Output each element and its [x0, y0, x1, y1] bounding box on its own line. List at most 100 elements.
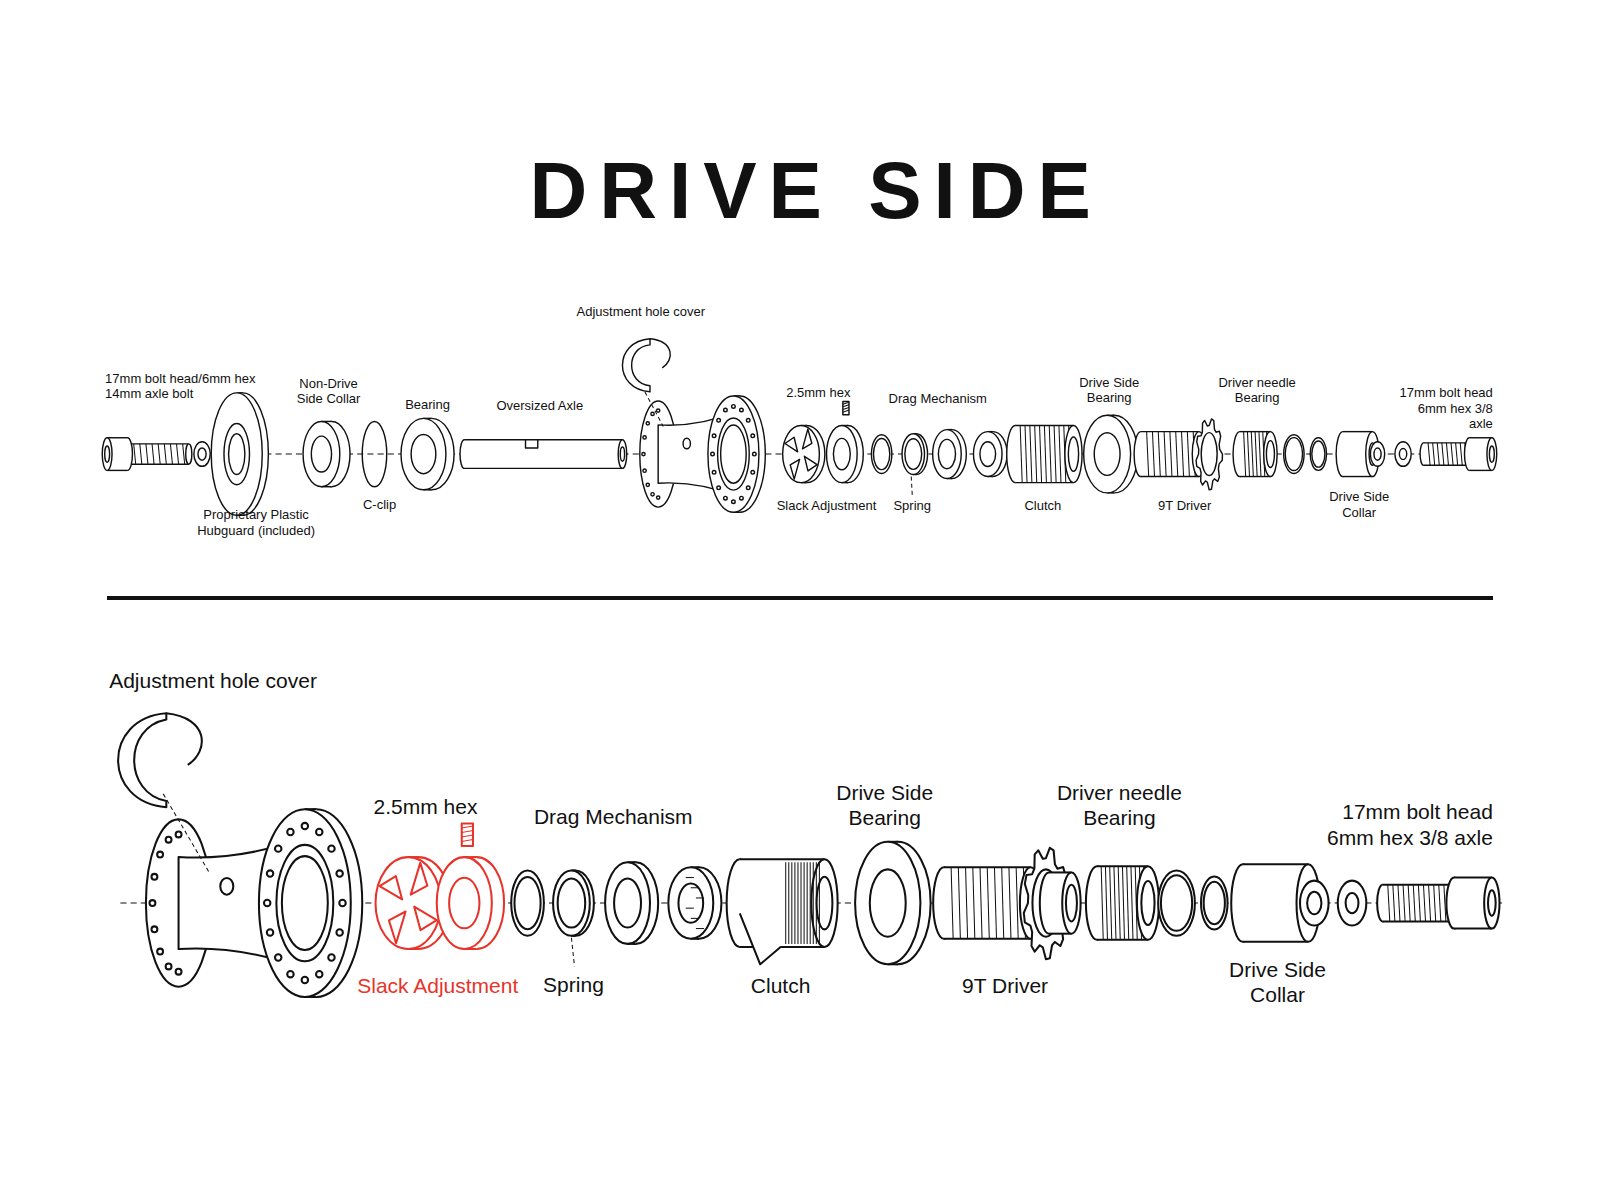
bolt-head [107, 470, 127, 471]
clutch [740, 858, 825, 860]
axle-bolt [1456, 443, 1458, 465]
drag-part [605, 862, 650, 944]
needle-bearing [1255, 432, 1257, 477]
part-label: 17mm bolt head/6mm hex 14mm axle bolt [105, 371, 273, 402]
bolt-head [107, 437, 127, 438]
bolt-head [1469, 470, 1491, 471]
axle-bolt [1398, 885, 1400, 922]
hub-shell [642, 452, 645, 455]
driver [1147, 432, 1149, 477]
clutch-spline [801, 862, 802, 944]
hub-shell [651, 412, 654, 415]
slack-adjustment [411, 863, 428, 895]
leader-line [571, 938, 574, 967]
hub-shell [740, 408, 744, 412]
needle-bearing [1247, 432, 1249, 477]
hub-shell [287, 829, 293, 835]
clutch [1035, 426, 1037, 483]
driver [1009, 867, 1011, 938]
hub-shell [220, 878, 233, 895]
driver [944, 938, 1031, 940]
part-label: Spring [893, 498, 931, 514]
spring [902, 434, 924, 475]
drive-side-bearing [1084, 415, 1131, 493]
driver [1164, 432, 1166, 477]
spring [558, 879, 586, 928]
axle-bolt [1383, 885, 1454, 922]
washer [198, 448, 206, 460]
driver [973, 867, 975, 938]
axle-bolt [152, 444, 154, 464]
slack-adjustment [437, 857, 492, 949]
c-clip [362, 421, 386, 486]
axle [620, 447, 624, 461]
slack-adjustment [376, 857, 441, 949]
drag-part [678, 883, 703, 922]
drive-side-collar [1243, 941, 1308, 943]
hub-shell [643, 469, 646, 472]
collar-lip [1370, 442, 1384, 466]
axle-bolt [1460, 443, 1462, 465]
hub-shell [721, 425, 747, 483]
leader-line [911, 477, 912, 495]
hub-shell [711, 452, 715, 456]
hub-shell [276, 845, 333, 961]
ring [871, 435, 891, 474]
axle-bolt [140, 444, 142, 464]
part-label: Driver needle Bearing [1045, 780, 1193, 830]
driver [1187, 432, 1189, 477]
drag-part [980, 442, 996, 467]
hub-shell [151, 926, 157, 932]
hubguard [224, 423, 250, 484]
hex-screw [843, 405, 849, 407]
washer [1399, 449, 1406, 460]
hub-shell [157, 949, 163, 955]
clutch-spline [788, 862, 789, 944]
hub-shell [712, 471, 716, 475]
axle-bolt [186, 444, 192, 464]
hubguard [211, 393, 262, 515]
slack-adjustment [802, 429, 811, 449]
hub-shell [267, 929, 273, 935]
hub-shell [717, 486, 721, 490]
driver [1170, 432, 1172, 477]
hub-shell [166, 837, 172, 843]
bolt-head [1454, 928, 1492, 930]
hub-shell [282, 856, 328, 950]
hub-shell [683, 438, 690, 449]
driver [994, 867, 996, 938]
bolt-head [1487, 438, 1497, 471]
clutch [1065, 426, 1082, 483]
part-label: Drag Mechanism [889, 391, 987, 407]
driver [1141, 432, 1199, 477]
drag-notch [691, 918, 699, 919]
hub-shell [732, 405, 736, 409]
clutch [1020, 426, 1022, 483]
part-label: Adjustment hole cover [109, 668, 317, 693]
slack-adjustment [827, 426, 858, 483]
needle-bearing [1264, 432, 1277, 477]
hub-shell [724, 496, 728, 500]
sprocket [1201, 433, 1217, 476]
hub-shell [336, 870, 342, 876]
driver-end [1066, 885, 1077, 922]
axle-bolt [1433, 443, 1435, 465]
adjustment-hole-cover [118, 713, 166, 807]
clutch [1049, 426, 1051, 483]
driver [966, 867, 968, 938]
part-label: Drag Mechanism [534, 805, 693, 830]
ring [1161, 875, 1192, 931]
bearing [411, 434, 436, 473]
hex-screw [462, 835, 473, 837]
clutch [1068, 437, 1078, 471]
part-label: Proprietary Plastic Hubguard (included) [192, 508, 320, 539]
ring [873, 439, 889, 470]
page-title: DRIVE SIDE [529, 145, 1102, 237]
drive-side-collar [1243, 863, 1308, 865]
spring [553, 870, 590, 935]
collar-lip [1307, 892, 1321, 914]
part-label: Clutch [1024, 498, 1061, 514]
driver [1141, 476, 1199, 477]
axle-notch [526, 440, 538, 448]
hub-shell [287, 971, 293, 977]
